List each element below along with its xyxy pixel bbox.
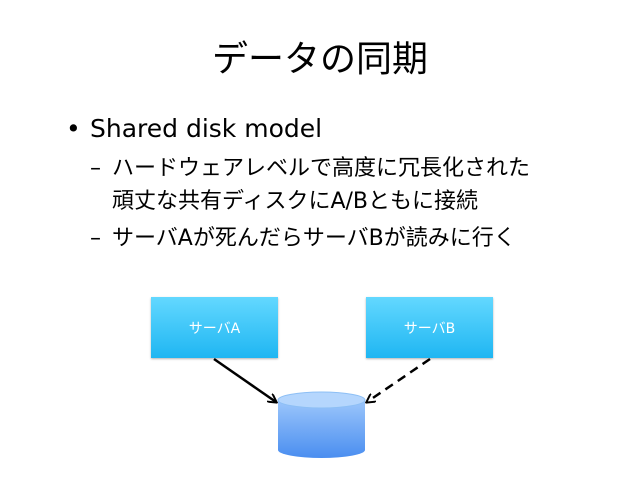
server-a-box: サーバA (151, 297, 278, 358)
bullet-main-text: Shared disk model (90, 114, 323, 143)
sub-bullet-1-line-1: ハードウェアレベルで高度に冗長化された (112, 156, 531, 181)
sub-bullet-2: –サーバAが死んだらサーバBが読みに行く (90, 222, 516, 255)
dash-icon: – (90, 156, 101, 181)
sub-bullet-1-line-2: 頑丈な共有ディスクにA/Bともに接続 (112, 189, 479, 214)
dash-icon: – (90, 226, 101, 251)
bullet-main: • Shared disk model (66, 114, 322, 143)
bullet-icon: • (66, 114, 81, 143)
arrow-b-to-disk-dashed (367, 357, 431, 402)
arrow-a-to-disk (213, 357, 276, 402)
server-b-box: サーバB (366, 297, 493, 358)
shared-disk-icon (277, 391, 366, 458)
sub-bullet-2-text: サーバAが死んだらサーバBが読みに行く (112, 226, 516, 251)
sub-bullet-1: –ハードウェアレベルで高度に冗長化された頑丈な共有ディスクにA/Bともに接続 (90, 152, 530, 218)
slide-title: データの同期 (211, 39, 428, 80)
